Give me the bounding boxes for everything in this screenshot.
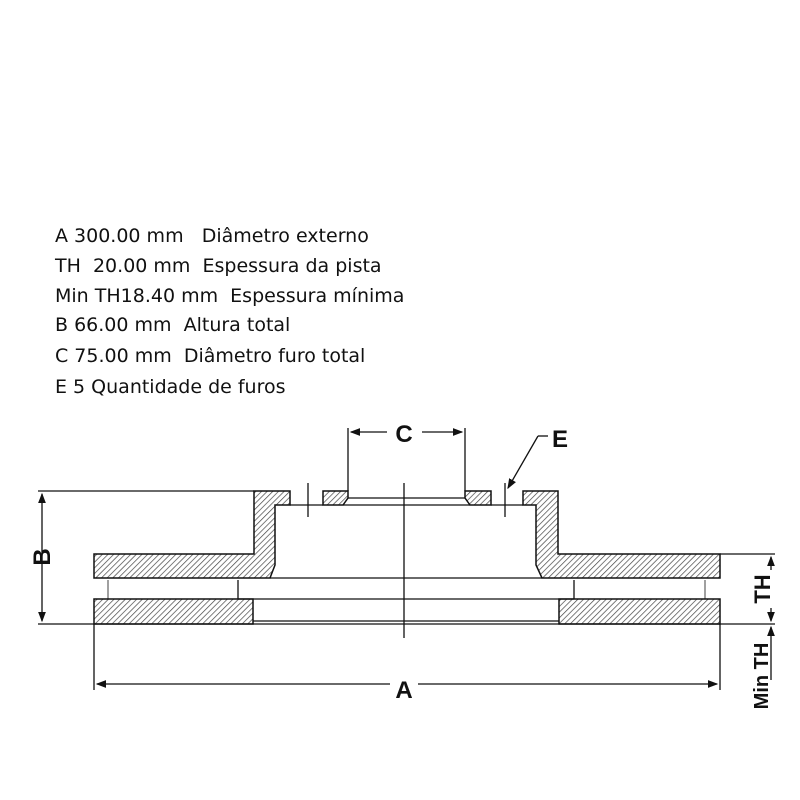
label-a: A bbox=[395, 677, 412, 704]
lower-plate-left bbox=[93, 598, 254, 625]
lower-plate-right bbox=[558, 598, 721, 625]
spec-a: A 300.00 mm Diâmetro externo bbox=[55, 225, 369, 247]
label-e: E bbox=[552, 426, 568, 453]
hub-flange-left bbox=[322, 490, 349, 506]
spec-c: C 75.00 mm Diâmetro furo total bbox=[55, 345, 366, 367]
spec-th: TH 20.00 mm Espessura da pista bbox=[55, 255, 382, 277]
upper-plate-left bbox=[93, 490, 291, 579]
e-leader-arrow bbox=[507, 435, 539, 490]
label-c: C bbox=[395, 421, 412, 448]
label-th: TH bbox=[750, 574, 775, 603]
hub-flange-right bbox=[464, 490, 492, 506]
label-b: B bbox=[29, 548, 56, 565]
spec-e: E 5 Quantidade de furos bbox=[55, 376, 286, 398]
spec-b: B 66.00 mm Altura total bbox=[55, 314, 291, 336]
spec-min-th: Min TH18.40 mm Espessura mínima bbox=[55, 285, 405, 307]
upper-plate-right bbox=[522, 490, 721, 579]
label-min-th: Min TH bbox=[751, 643, 773, 710]
